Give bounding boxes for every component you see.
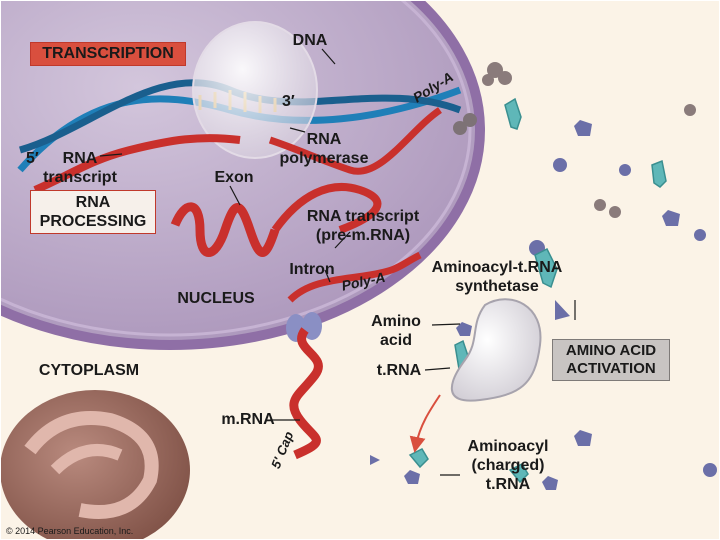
mrna-export-strand	[289, 327, 323, 460]
amino-acid-particles	[370, 120, 717, 490]
label-3prime: 3′	[282, 93, 295, 110]
label-intron: Intron	[289, 261, 335, 278]
label-cytoplasm: CYTOPLASM	[38, 362, 140, 379]
label-rna-polymerase: RNA polymerase	[279, 131, 369, 167]
label-mrna: m.RNA	[221, 411, 275, 428]
rna-transcript-strand	[33, 107, 442, 194]
label-rna-transcript: RNA transcript	[43, 150, 117, 186]
label-nucleus: NUCLEUS	[177, 290, 255, 307]
trna-molecules	[408, 97, 667, 484]
label-rna-processing: RNA PROCESSING	[30, 190, 156, 234]
label-amino-acid-activation: AMINO ACID ACTIVATION	[552, 339, 670, 381]
pre-mrna-strand	[170, 182, 422, 303]
mitochondrion	[0, 390, 190, 540]
label-pre-mrna: RNA transcript (pre-m.RNA)	[306, 208, 420, 244]
label-transcription: TRANSCRIPTION	[30, 42, 186, 66]
label-synthetase: Aminoacyl-t.RNA synthetase	[431, 259, 563, 295]
activation-arrow	[409, 394, 441, 453]
label-charged-trna: Aminoacyl (charged) t.RNA	[467, 438, 549, 493]
copyright-notice: © 2014 Pearson Education, Inc.	[6, 526, 134, 536]
rna-polymerase	[192, 21, 318, 159]
label-exon: Exon	[214, 169, 254, 186]
label-amino-acid: Amino acid	[371, 313, 421, 349]
nucleus	[0, 0, 485, 350]
label-5prime: 5′	[26, 150, 39, 167]
label-trna: t.RNA	[376, 362, 422, 379]
label-dna: DNA	[292, 32, 328, 49]
cytoplasm-particles	[453, 62, 696, 256]
synthetase-enzyme	[450, 298, 542, 402]
